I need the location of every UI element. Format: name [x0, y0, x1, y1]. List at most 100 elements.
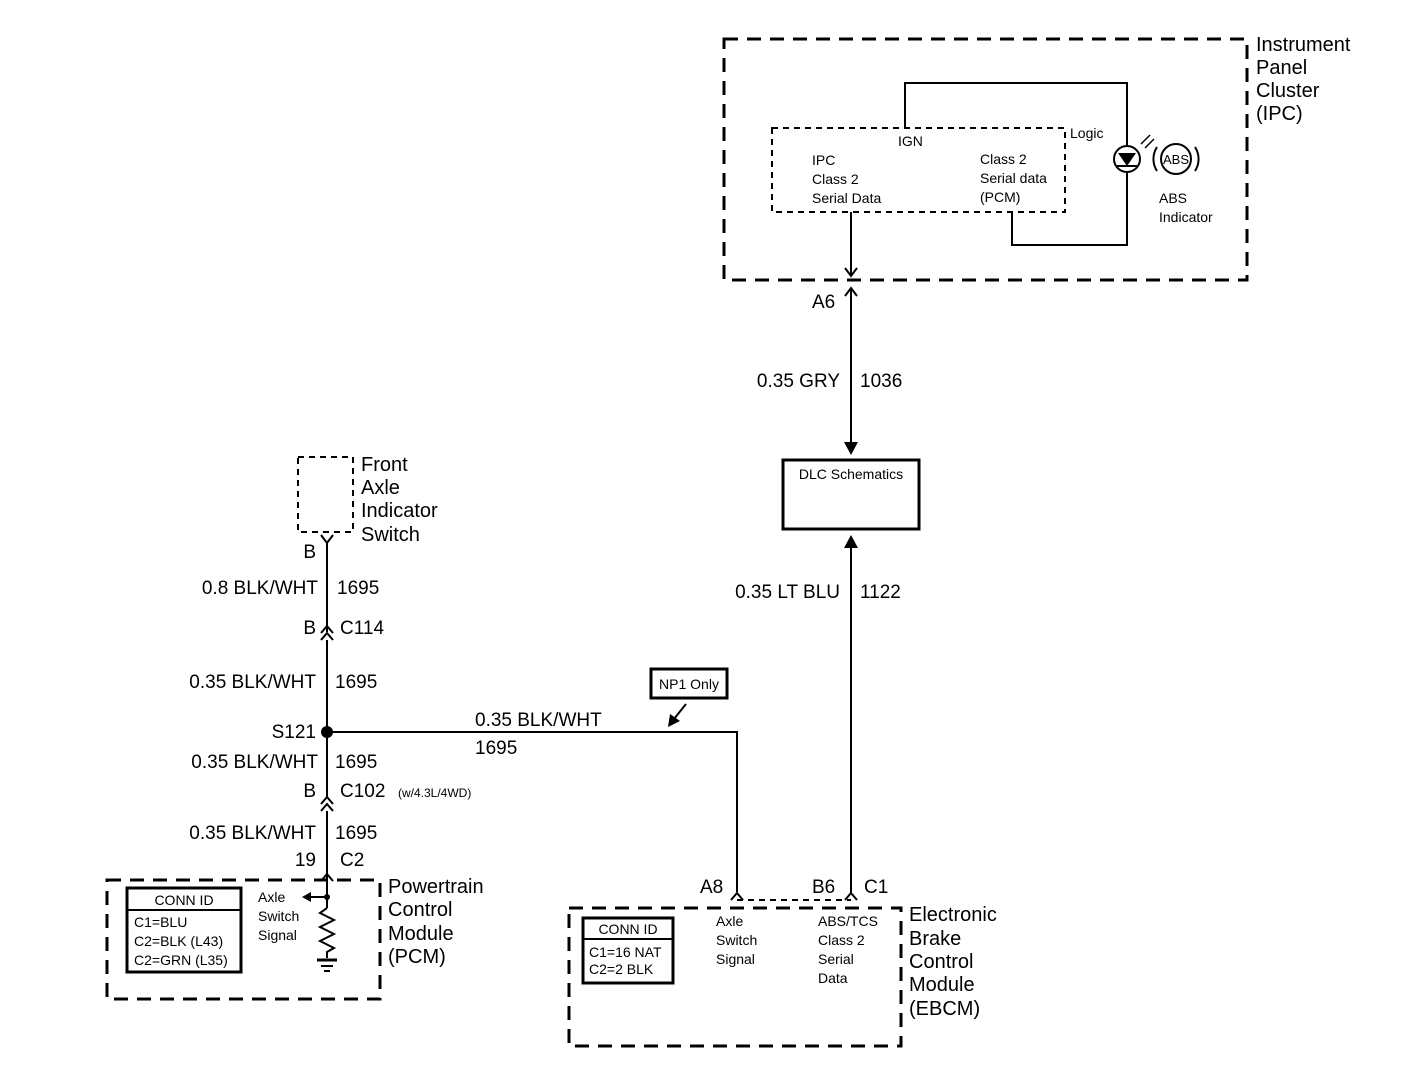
wire-switch-c114-gauge: 0.8 BLK/WHT — [202, 578, 319, 599]
ipc-pin-a6: A6 — [812, 292, 835, 313]
front-axle-switch: Front Axle Indicator Switch — [297, 454, 438, 546]
dlc-label: DLC Schematics — [799, 466, 903, 482]
ebcm-conn-id-row: C1=16 NAT — [589, 944, 662, 960]
ipc-serial-line: Class 2 — [812, 171, 859, 187]
ebcm-pin-b6-icon — [844, 891, 858, 901]
switch-title-line: Front — [361, 454, 408, 476]
ebcm-conn-id-table — [581, 916, 675, 985]
pcm-connector: C2 — [340, 850, 364, 871]
pcm-signal-line: Axle — [258, 889, 285, 905]
c102-note: (w/4.3L/4WD) — [398, 786, 471, 800]
wire-c114-s121-gauge: 0.35 BLK/WHT — [189, 672, 316, 693]
pcm-title-line: Module — [388, 923, 454, 945]
wire-c102-pcm-circuit: 1695 — [335, 823, 377, 844]
wire-s121-c102-circuit: 1695 — [335, 752, 377, 773]
ebcm-title-line: Brake — [909, 928, 961, 950]
switch-outline — [297, 456, 354, 533]
ebcm-pin-a8-icon — [730, 891, 744, 901]
wire-1122-circuit: 1122 — [860, 582, 901, 603]
np1-pointer-arrow-icon — [668, 714, 680, 727]
ipc-serial-line: Serial Data — [812, 190, 881, 206]
pcm-module: Powertrain Control Module (PCM) CONN ID … — [105, 876, 484, 1001]
abs-symbol-text: ABS — [1163, 152, 1189, 167]
pcm-conn-id-header: CONN ID — [154, 892, 213, 908]
ipc-title-line: Panel — [1256, 57, 1307, 79]
np1-pointer-line — [673, 703, 687, 720]
ebcm-axle-signal-line: Switch — [716, 932, 757, 948]
wire-1036-circuit: 1036 — [860, 371, 902, 392]
c102-pin: B — [303, 781, 316, 802]
wire-s121-ebcm-circuit: 1695 — [475, 738, 517, 759]
ebcm-connector: C1 — [864, 877, 888, 898]
pcm-title-line: Control — [388, 899, 452, 921]
c102-name: C102 — [340, 781, 385, 802]
ebcm-title-line: Control — [909, 951, 973, 973]
abs-warning-icon: ABS — [1152, 143, 1200, 175]
ebcm-conn-id-row: C2=2 BLK — [589, 961, 654, 977]
pcm-signal-line: Switch — [258, 908, 299, 924]
a6-connector-icon — [844, 267, 858, 297]
ebcm-serial-line: Serial — [818, 951, 854, 967]
arrow-down-icon — [844, 442, 858, 455]
wire-c102-pcm-gauge: 0.35 BLK/WHT — [189, 823, 316, 844]
abs-indicator-line: Indicator — [1159, 209, 1213, 225]
ebcm-pin-a8: A8 — [700, 877, 723, 898]
ebcm-title-line: Module — [909, 974, 975, 996]
ebcm-pin-b6: B6 — [812, 877, 835, 898]
pcm-serial-line: Class 2 — [980, 151, 1027, 167]
ipc-title-line: Instrument — [1256, 34, 1351, 56]
splice-name: S121 — [272, 722, 316, 743]
ipc-title-line: Cluster — [1256, 80, 1320, 102]
pcm-conn-id-row: C2=GRN (L35) — [134, 952, 228, 968]
switch-pin-icon — [320, 534, 334, 545]
led-icon — [1113, 134, 1155, 173]
ebcm-serial-line: ABS/TCS — [818, 913, 878, 929]
ipc-module: Instrument Panel Cluster (IPC) IGN Logic… — [722, 34, 1351, 282]
ign-feed-wire — [904, 82, 1128, 145]
ground-icon — [317, 958, 337, 972]
ebcm-axle-signal-line: Signal — [716, 951, 755, 967]
ebcm-pins: A8 B6 C1 — [700, 877, 888, 901]
c114-pin: B — [303, 618, 316, 639]
ipc-logic-box — [771, 127, 1066, 213]
pcm-title-line: Powertrain — [388, 876, 484, 898]
wire-1122-gauge: 0.35 LT BLU — [735, 582, 840, 603]
np1-note-box — [649, 667, 729, 700]
pcm-title-line: (PCM) — [388, 946, 446, 968]
c102-connector-icon — [320, 795, 334, 812]
wire-s121-ebcm-gauge: 0.35 BLK/WHT — [475, 710, 602, 731]
pcm-conn-id-table — [125, 886, 243, 974]
ign-label: IGN — [898, 133, 923, 149]
ipc-title-line: (IPC) — [1256, 103, 1303, 125]
wire-c114-s121-circuit: 1695 — [335, 672, 377, 693]
pcm-serial-line: Serial data — [980, 170, 1047, 186]
dlc-box — [781, 458, 921, 531]
np1-note-label: NP1 Only — [659, 676, 719, 692]
wire-1036-gauge: 0.35 GRY — [757, 371, 840, 392]
pcm-serial-line: (PCM) — [980, 189, 1020, 205]
wire-switch-c114-circuit: 1695 — [337, 578, 379, 599]
indicator-return-wire — [1011, 172, 1128, 246]
wire-1695-s121-ebcm — [327, 731, 738, 892]
ipc-outline — [722, 37, 1249, 282]
switch-pin-b: B — [303, 542, 316, 563]
pcm-pin: 19 — [295, 850, 316, 871]
resistor-icon — [317, 907, 337, 958]
pcm-signal-line: Signal — [258, 927, 297, 943]
ebcm-serial-line: Data — [818, 970, 848, 986]
pcm-outline — [105, 878, 382, 1001]
ipc-serial-line: IPC — [812, 152, 835, 168]
c114-name: C114 — [340, 618, 384, 639]
pcm-conn-id-row: C2=BLK (L43) — [134, 933, 223, 949]
ebcm-serial-line: Class 2 — [818, 932, 865, 948]
ebcm-title-line: (EBCM) — [909, 998, 980, 1020]
ebcm-outline — [567, 906, 903, 1048]
ebcm-axle-signal-line: Axle — [716, 913, 743, 929]
switch-title-line: Axle — [361, 477, 400, 499]
ebcm-module: Electronic Brake Control Module (EBCM) C… — [567, 904, 997, 1048]
switch-title-line: Indicator — [361, 500, 438, 522]
c114-connector-icon — [320, 624, 334, 641]
logic-label: Logic — [1070, 125, 1103, 141]
abs-indicator-line: ABS — [1159, 190, 1187, 206]
